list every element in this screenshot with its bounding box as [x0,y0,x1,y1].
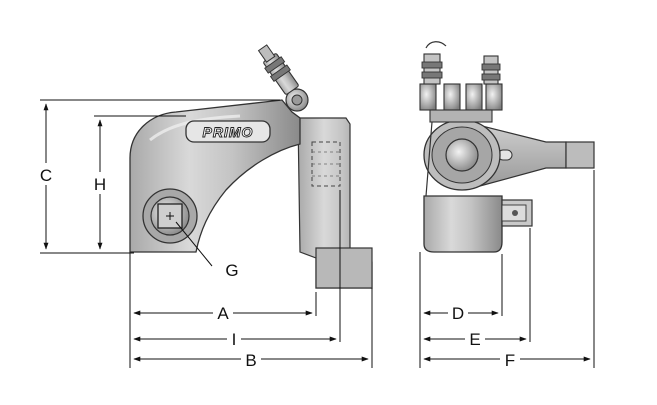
front-fittings [419,41,503,197]
arm-end-block [565,141,595,169]
brand-logo-plate [185,120,271,143]
label-g: G [225,261,238,280]
label-b: B [245,351,256,370]
dimension-labels: C H G A I B D E F [40,166,515,370]
brand-logo: PRIMO [203,124,254,140]
label-h: H [94,175,106,194]
label-c: C [40,166,52,185]
label-e: E [469,330,480,349]
leader-line-g [175,221,213,267]
label-d: D [452,304,464,323]
hydraulic-swivel-fitting [257,44,309,112]
front-view [419,41,595,253]
cylinder-lower-block [315,247,373,289]
label-i: I [232,330,237,349]
label-f: F [505,351,515,370]
front-body [423,195,503,253]
label-a: A [217,304,229,323]
side-view: PRIMO [129,44,373,289]
